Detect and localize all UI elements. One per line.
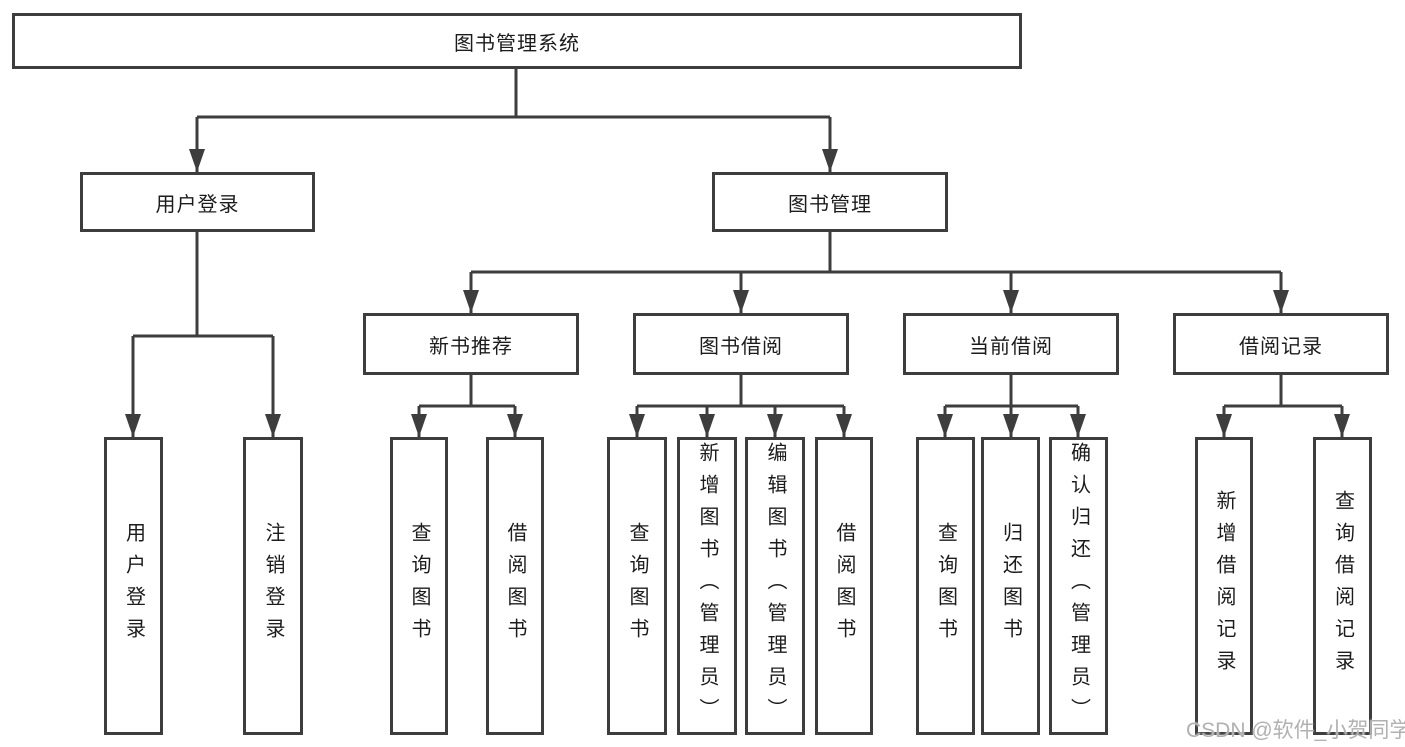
leaf-nbr-query-books-label: 查询图书 (408, 522, 430, 650)
leaf-cb-confirm-return-admin-label: 确认归还（管理员） (1067, 442, 1090, 730)
node-current-borrow-label: 当前借阅 (969, 335, 1053, 358)
leaf-bb-query-books-label: 查询图书 (626, 522, 648, 650)
leaf-bb-edit-books-admin-label: 编辑图书（管理员） (764, 442, 786, 730)
leaf-br-query-record-label: 查询借阅记录 (1331, 490, 1354, 682)
node-book-borrow-label: 图书借阅 (699, 335, 783, 358)
node-root-label: 图书管理系统 (454, 32, 580, 55)
leaf-logout-label: 注销登录 (262, 522, 284, 650)
leaf-cb-return-books: 归还图书 (981, 437, 1040, 735)
leaf-cb-query-books: 查询图书 (916, 437, 975, 735)
node-user-login-label: 用户登录 (155, 193, 240, 216)
node-current-borrow: 当前借阅 (903, 313, 1119, 375)
node-book-borrow: 图书借阅 (633, 313, 849, 375)
leaf-bb-borrow-books: 借阅图书 (815, 437, 873, 735)
leaf-nbr-borrow-books: 借阅图书 (486, 437, 544, 735)
node-book-management-label: 图书管理 (788, 193, 872, 216)
leaf-br-query-record: 查询借阅记录 (1313, 437, 1372, 735)
node-borrow-records: 借阅记录 (1173, 313, 1389, 375)
leaf-nbr-query-books: 查询图书 (390, 437, 448, 735)
node-new-book-recommend-label: 新书推荐 (429, 335, 513, 358)
node-borrow-records-label: 借阅记录 (1239, 335, 1323, 358)
leaf-logout: 注销登录 (243, 437, 303, 735)
node-user-login: 用户登录 (80, 172, 315, 232)
node-root: 图书管理系统 (12, 13, 1022, 69)
leaf-br-add-record: 新增借阅记录 (1195, 437, 1253, 735)
node-book-management: 图书管理 (712, 172, 948, 232)
leaf-bb-edit-books-admin: 编辑图书（管理员） (745, 437, 805, 735)
leaf-user-login: 用户登录 (104, 437, 163, 735)
leaf-user-login-label: 用户登录 (122, 522, 145, 650)
csdn-watermark: CSDN @软件_小贺同学 (1186, 719, 1405, 742)
leaf-bb-add-books-admin-label: 新增图书（管理员） (696, 442, 718, 730)
leaf-cb-confirm-return-admin: 确认归还（管理员） (1049, 437, 1108, 735)
leaf-br-add-record-label: 新增借阅记录 (1213, 490, 1235, 682)
leaf-nbr-borrow-books-label: 借阅图书 (504, 522, 526, 650)
leaf-bb-query-books: 查询图书 (607, 437, 667, 735)
leaf-cb-query-books-label: 查询图书 (934, 522, 957, 650)
leaf-bb-add-books-admin: 新增图书（管理员） (677, 437, 737, 735)
leaf-cb-return-books-label: 归还图书 (999, 522, 1022, 650)
leaf-bb-borrow-books-label: 借阅图书 (833, 522, 855, 650)
node-new-book-recommend: 新书推荐 (363, 313, 579, 375)
